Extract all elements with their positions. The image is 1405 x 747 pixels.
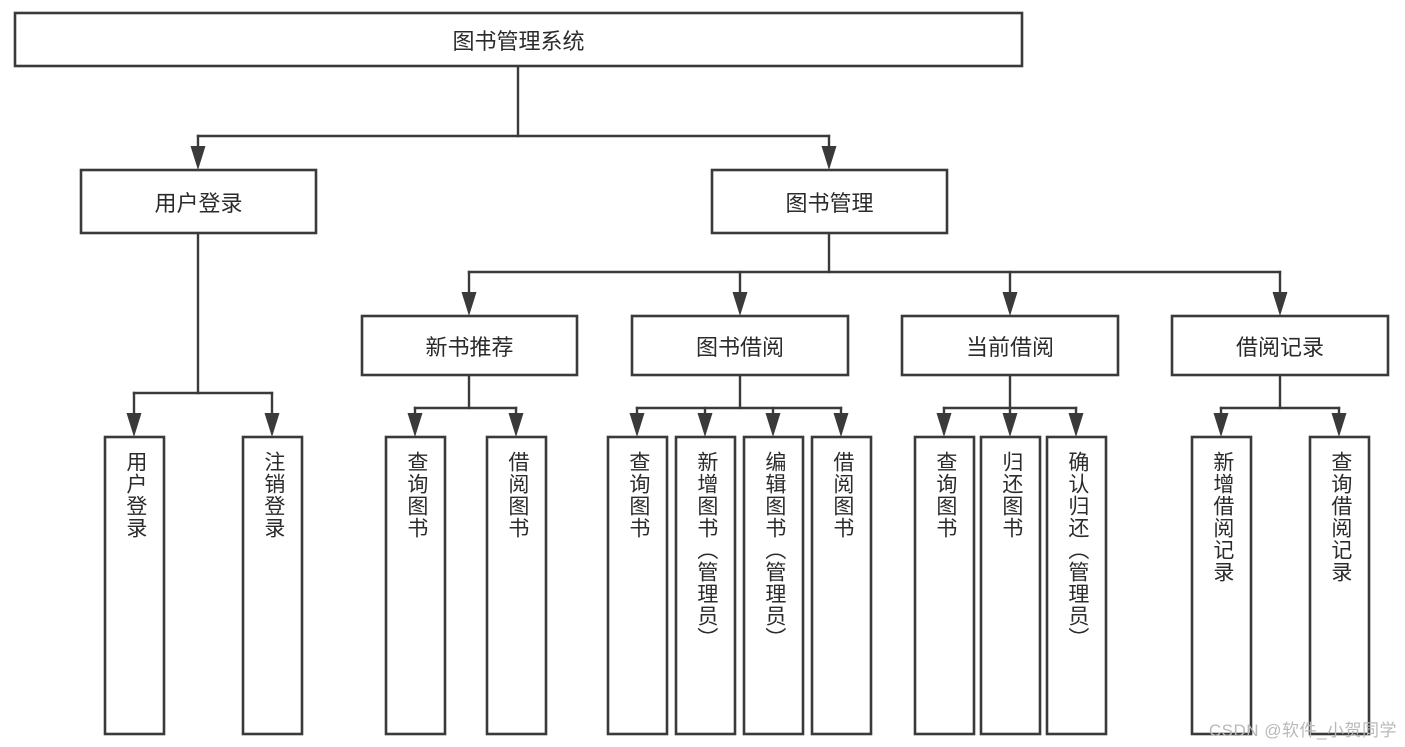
leaf-node-box[interactable]	[103, 435, 166, 736]
connector-group-user-login-bus	[126, 231, 280, 437]
level2-node-box[interactable]	[710, 168, 949, 235]
leaf-node-box[interactable]	[810, 435, 873, 736]
leaf-node-box[interactable]	[241, 435, 304, 736]
arrow-head-icon	[732, 292, 748, 316]
leaf-node-box[interactable]	[742, 435, 805, 736]
arrow-head-icon	[765, 413, 781, 437]
arrow-head-icon	[821, 146, 837, 170]
arrow-head-icon	[1272, 292, 1288, 316]
leaf-node-box[interactable]	[606, 435, 669, 736]
arrow-head-icon	[1002, 292, 1018, 316]
leaf-node-box[interactable]	[1190, 435, 1253, 736]
connector-group-new-book-recommend-bus	[407, 373, 524, 437]
arrow-head-icon	[1331, 413, 1347, 437]
csdn-watermark: CSDN @软件_小贺同学	[1208, 721, 1397, 740]
connector-group-borrow-record-bus	[1213, 373, 1347, 437]
level3-node-box[interactable]	[630, 314, 850, 377]
arrow-head-icon	[1068, 413, 1084, 437]
level3-node-box[interactable]	[900, 314, 1120, 377]
level3-node-box[interactable]	[360, 314, 579, 377]
leaf-node-box[interactable]	[1308, 435, 1371, 736]
leaf-node-box[interactable]	[979, 435, 1042, 736]
arrow-head-icon	[697, 413, 713, 437]
leaf-node-box[interactable]	[674, 435, 737, 736]
level3-node-box[interactable]	[1170, 314, 1390, 377]
arrow-head-icon	[629, 413, 645, 437]
arrow-head-icon	[190, 146, 206, 170]
node-box-layer	[13, 11, 1390, 736]
connector-group-book-management-bus	[461, 231, 1288, 316]
arrow-head-icon	[264, 413, 280, 437]
arrow-head-icon	[407, 413, 423, 437]
leaf-node-box[interactable]	[1045, 435, 1108, 736]
arrow-head-icon	[126, 413, 142, 437]
arrow-head-icon	[508, 413, 524, 437]
arrow-head-icon	[936, 413, 952, 437]
arrow-head-icon	[833, 413, 849, 437]
connector-group-book-borrow-bus	[629, 373, 849, 437]
connector-group-current-borrow-bus	[936, 373, 1084, 437]
leaf-node-box[interactable]	[913, 435, 976, 736]
leaf-node-box[interactable]	[485, 435, 548, 736]
arrow-head-icon	[461, 292, 477, 316]
root-node-box[interactable]	[13, 11, 1024, 68]
connector-layer	[126, 64, 1347, 437]
leaf-node-box[interactable]	[384, 435, 447, 736]
arrow-head-icon	[1002, 413, 1018, 437]
level2-node-box[interactable]	[79, 168, 318, 235]
connector-group-root-bus	[190, 64, 837, 170]
arrow-head-icon	[1213, 413, 1229, 437]
